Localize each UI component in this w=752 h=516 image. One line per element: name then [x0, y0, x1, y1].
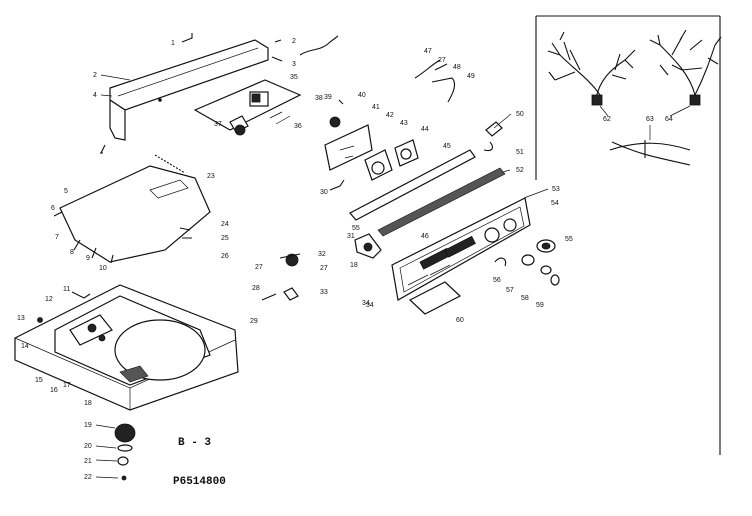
callout-55b: 55 — [565, 236, 573, 243]
callout-25: 25 — [221, 235, 229, 242]
callout-6: 6 — [51, 205, 55, 212]
callout-37: 37 — [214, 121, 222, 128]
callout-36: 36 — [294, 123, 302, 130]
callout-1: 1 — [171, 40, 175, 47]
callout-18: 18 — [84, 400, 92, 407]
callout-9: 9 — [86, 255, 90, 262]
part-number: P6514800 — [173, 476, 226, 488]
callout-18b: 18 — [350, 262, 358, 269]
callout-2b: 2 — [93, 72, 97, 79]
callout-46: 46 — [421, 233, 429, 240]
callout-2: 2 — [292, 38, 296, 45]
section-label: B - 3 — [178, 437, 211, 449]
callout-23: 23 — [207, 173, 215, 180]
callout-34b: 34 — [362, 300, 370, 307]
callout-44: 44 — [421, 126, 429, 133]
console-panel — [391, 197, 531, 315]
callout-3: 3 — [292, 61, 296, 68]
callout-32: 32 — [318, 251, 326, 258]
callout-58: 58 — [521, 295, 529, 302]
clip-2 — [271, 35, 339, 62]
wire-leads — [414, 59, 456, 103]
callout-13: 13 — [17, 315, 25, 322]
callout-4: 4 — [93, 92, 97, 99]
callout-16: 16 — [50, 387, 58, 394]
callout-20: 20 — [84, 443, 92, 450]
callout-27b: 27 — [438, 57, 446, 64]
rear-cover-panel — [53, 154, 211, 264]
callout-35: 35 — [290, 74, 298, 81]
callout-39: 39 — [324, 94, 332, 101]
callout-15: 15 — [35, 377, 43, 384]
callout-12: 12 — [45, 296, 53, 303]
callout-50: 50 — [516, 111, 524, 118]
wiring-harness-right — [649, 29, 722, 106]
callout-59: 59 — [536, 302, 544, 309]
lamp-socket — [483, 121, 503, 152]
callout-53: 53 — [552, 186, 560, 193]
callout-28: 28 — [252, 285, 260, 292]
callout-27: 27 — [255, 264, 263, 271]
callout-47: 47 — [424, 48, 432, 55]
callout-14: 14 — [21, 343, 29, 350]
callout-41: 41 — [372, 104, 380, 111]
callout-29: 29 — [250, 318, 258, 325]
screw-1 — [181, 33, 193, 43]
callout-38: 38 — [315, 95, 323, 102]
light-tube — [349, 149, 506, 237]
callout-48: 48 — [453, 64, 461, 71]
lid-switch-parts — [95, 423, 136, 481]
callout-34a: 34 — [366, 302, 374, 309]
callout-52: 52 — [516, 167, 524, 174]
callout-60: 60 — [456, 317, 464, 324]
callout-5: 5 — [64, 188, 68, 195]
callout-27c: 27 — [320, 265, 328, 272]
callout-49: 49 — [467, 73, 475, 80]
callout-57: 57 — [506, 287, 514, 294]
callout-11: 11 — [63, 286, 70, 293]
timer-knob-area — [261, 233, 382, 301]
knob-parts — [494, 239, 560, 286]
callout-24: 24 — [221, 221, 229, 228]
callout-19: 19 — [84, 422, 92, 429]
callout-7: 7 — [55, 234, 59, 241]
callout-17: 17 — [63, 382, 71, 389]
callout-43: 43 — [400, 120, 408, 127]
callout-42: 42 — [386, 112, 394, 119]
wiring-harness-left — [547, 31, 636, 106]
callout-21: 21 — [84, 458, 92, 465]
callout-63: 63 — [646, 116, 654, 123]
callout-45: 45 — [443, 143, 451, 150]
console-top-part — [100, 39, 269, 154]
wiring-harness-inset: 62 63 64 — [535, 15, 722, 455]
callout-22: 22 — [84, 474, 92, 481]
callout-31: 31 — [347, 233, 355, 240]
callout-8: 8 — [70, 249, 74, 256]
callout-56: 56 — [493, 277, 501, 284]
callout-33: 33 — [320, 289, 328, 296]
callout-26: 26 — [221, 253, 229, 260]
callout-30: 30 — [320, 189, 328, 196]
top-cover — [14, 284, 239, 411]
switch-bracket — [324, 116, 419, 181]
callout-10: 10 — [99, 265, 107, 272]
control-bracket — [193, 79, 302, 136]
callout-64: 64 — [665, 116, 673, 123]
callout-51: 51 — [516, 149, 524, 156]
harness-clip — [609, 140, 691, 166]
callout-54: 54 — [551, 200, 559, 207]
callout-40: 40 — [358, 92, 366, 99]
callout-55: 55 — [352, 225, 360, 232]
callout-62: 62 — [603, 116, 611, 123]
